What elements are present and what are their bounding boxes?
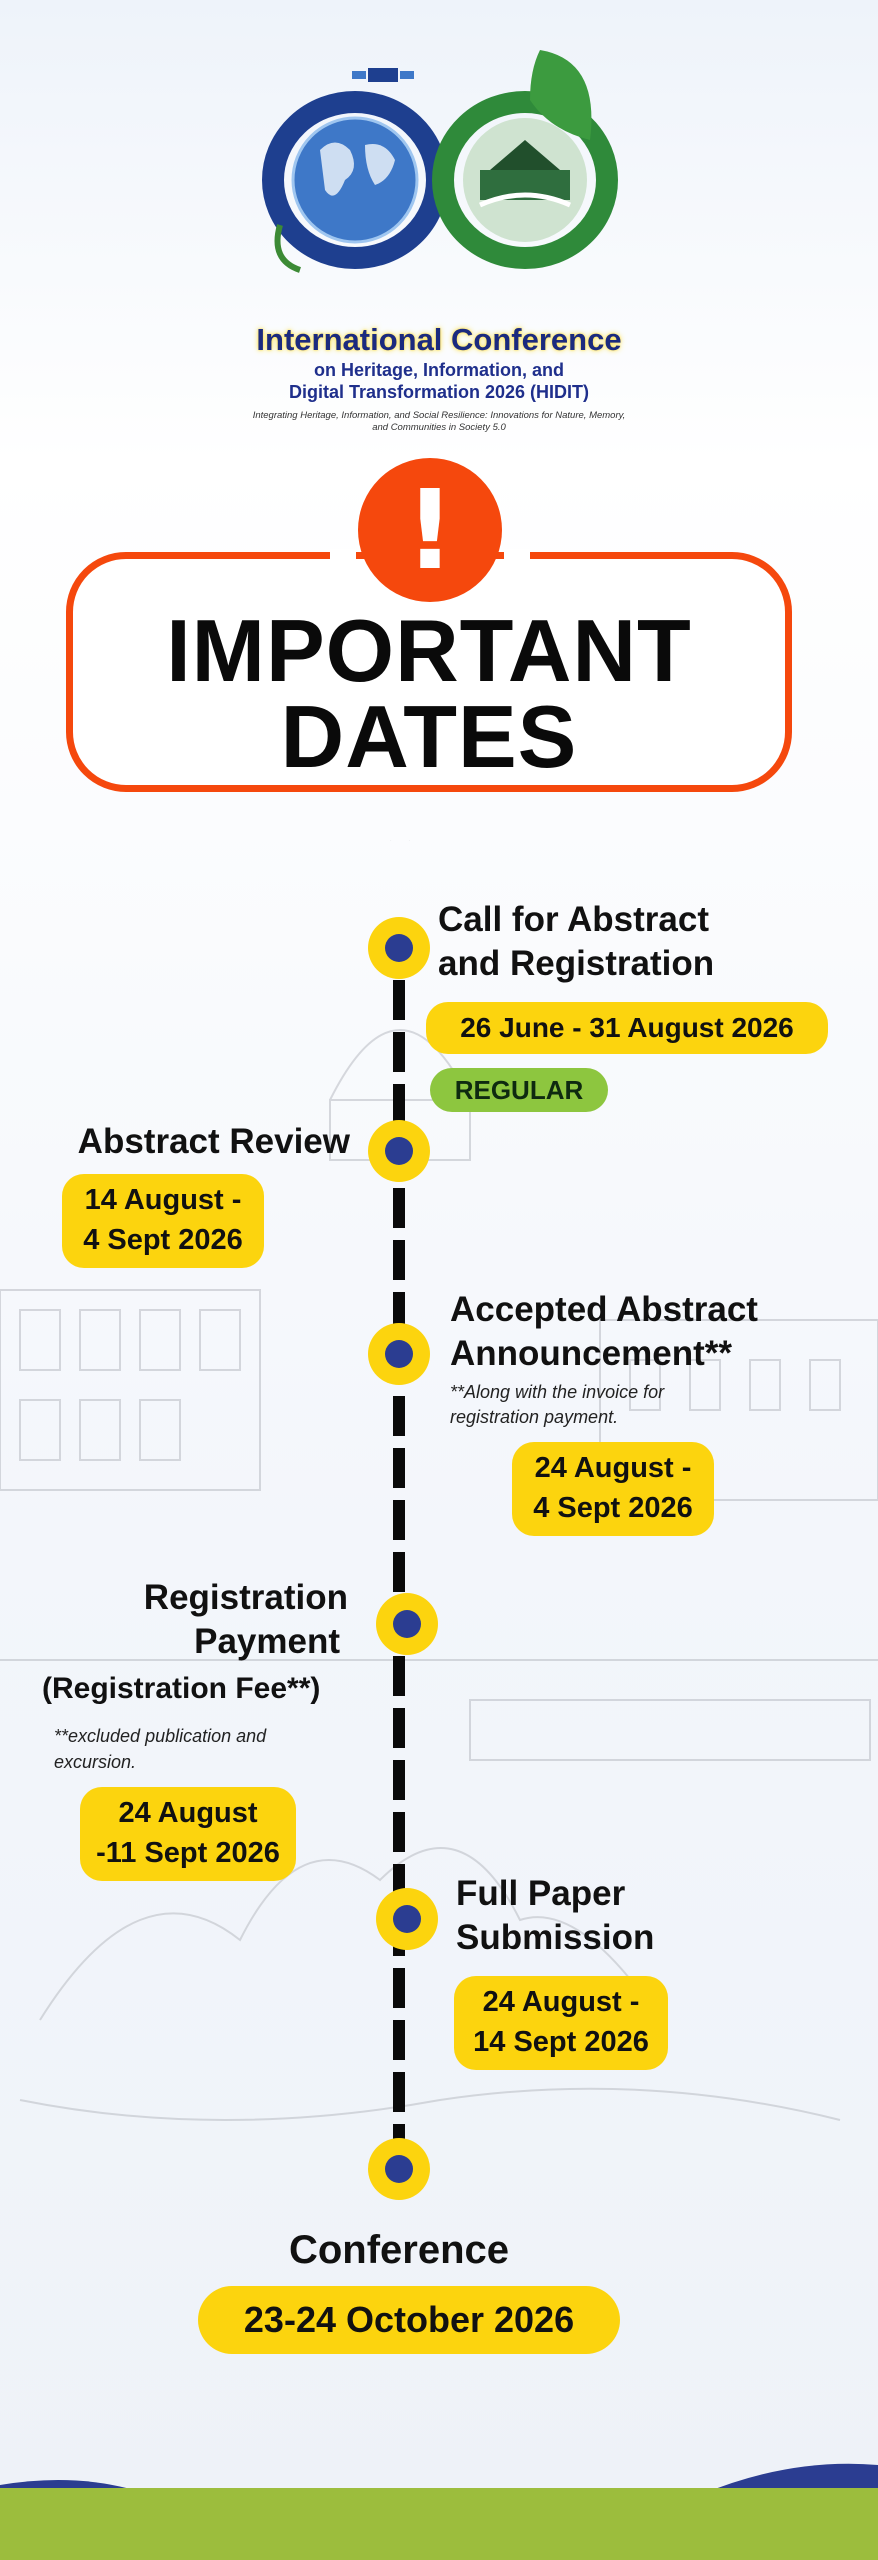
regular-badge: REGULAR xyxy=(430,1068,608,1112)
timeline-node-dot xyxy=(385,1340,413,1368)
ground-grass xyxy=(0,2488,878,2560)
registration-payment-title-line2: Payment xyxy=(194,1622,340,1661)
timeline-node-dot xyxy=(393,1905,421,1933)
timeline-node xyxy=(368,2138,430,2200)
heritage-building-sketch xyxy=(0,840,878,2121)
timeline-node-dot xyxy=(385,2155,413,2183)
accepted-abstract-note-line1: **Along with the invoice for xyxy=(450,1382,665,1402)
accepted-abstract-dates-line1: 24 August - xyxy=(534,1452,692,1484)
banner-title-line2: DATES xyxy=(280,687,578,786)
call-for-abstract-dates: 26 June - 31 August 2026 xyxy=(426,1002,828,1054)
full-paper-dates: 24 August - 14 Sept 2026 xyxy=(454,1976,668,2070)
timeline-node-dot xyxy=(385,934,413,962)
conference-title: International Conference xyxy=(256,322,622,357)
full-paper-dates-line2: 14 Sept 2026 xyxy=(473,2026,649,2058)
timeline-node xyxy=(376,1888,438,1950)
full-paper-dates-line1: 24 August - xyxy=(482,1986,640,2018)
timeline-line xyxy=(393,980,405,2160)
registration-fee-label: (Registration Fee**) xyxy=(42,1672,321,1705)
registration-payment-dates: 24 August -11 Sept 2026 xyxy=(80,1787,296,1881)
registration-payment-note-line1: **excluded publication and xyxy=(54,1726,267,1746)
registration-payment-dates-line2: -11 Sept 2026 xyxy=(96,1837,280,1869)
exclamation-icon: ! xyxy=(404,466,456,594)
full-paper-title-line2: Submission xyxy=(456,1918,655,1957)
registration-payment-note-line2: excursion. xyxy=(54,1752,137,1772)
timeline-node xyxy=(376,1593,438,1655)
conference-logo xyxy=(262,50,618,273)
abstract-review-dates-line2: 4 Sept 2026 xyxy=(83,1224,243,1256)
full-paper-title-line1: Full Paper xyxy=(456,1874,626,1913)
accepted-abstract-title-line1: Accepted Abstract xyxy=(450,1290,758,1329)
timeline-node xyxy=(368,917,430,979)
timeline-node xyxy=(368,1120,430,1182)
abstract-review-dates: 14 August - 4 Sept 2026 xyxy=(62,1174,264,1268)
conference-tagline: Integrating Heritage, Information, and S… xyxy=(252,410,626,433)
alert-icon xyxy=(358,458,502,602)
conference-subtitle-line2: Digital Transformation 2026 (HIDIT) xyxy=(288,382,590,402)
call-for-abstract-title-line2: and Registration xyxy=(438,944,715,983)
conference-title-heading: Conference xyxy=(288,2228,510,2272)
accepted-abstract-note-line2: registration payment. xyxy=(450,1407,619,1427)
conference-subtitle-line1: on Heritage, Information, and xyxy=(313,360,564,380)
timeline-node-dot xyxy=(393,1610,421,1638)
timeline-node xyxy=(368,1323,430,1385)
accepted-abstract-title-line2: Announcement** xyxy=(450,1334,732,1373)
accepted-abstract-dates-line2: 4 Sept 2026 xyxy=(533,1492,693,1524)
banner-gap xyxy=(330,549,356,561)
timeline-node-dot xyxy=(385,1137,413,1165)
banner-gap xyxy=(504,549,530,561)
abstract-review-title: Abstract Review xyxy=(77,1122,350,1161)
call-for-abstract-title-line1: Call for Abstract xyxy=(438,900,709,939)
registration-payment-dates-line1: 24 August xyxy=(118,1797,258,1829)
accepted-abstract-dates: 24 August - 4 Sept 2026 xyxy=(512,1442,714,1536)
infinity-logo-icon xyxy=(262,50,618,273)
abstract-review-dates-line1: 14 August - xyxy=(84,1184,242,1216)
conference-dates: 23-24 October 2026 xyxy=(198,2286,620,2354)
banner-title-line1: IMPORTANT xyxy=(166,601,692,700)
registration-payment-title-line1: Registration xyxy=(143,1578,348,1617)
